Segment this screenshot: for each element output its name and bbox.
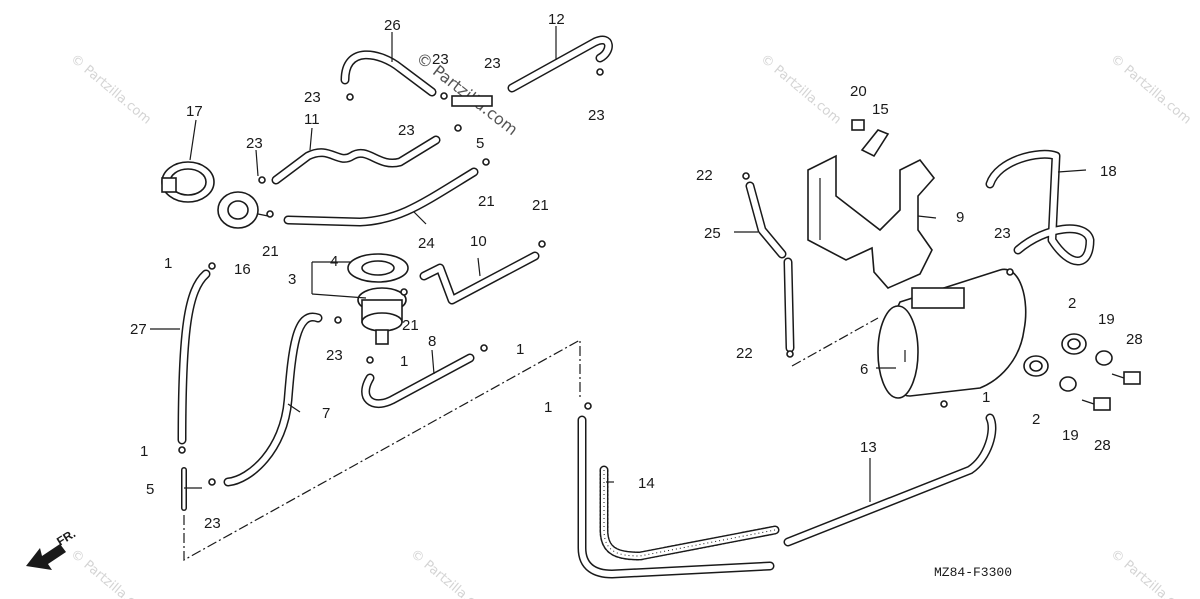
callout-23: 23 <box>246 135 263 152</box>
hose-24 <box>283 167 479 227</box>
callout-23: 23 <box>484 55 501 72</box>
callout-23: 23 <box>588 107 605 124</box>
bracket-9 <box>807 154 936 289</box>
hoses <box>177 35 1095 579</box>
grommet-2b <box>1023 355 1049 377</box>
hose-13b <box>783 413 997 547</box>
callout-27: 27 <box>130 321 147 338</box>
callout-24: 24 <box>418 235 435 252</box>
callout-23: 23 <box>994 225 1011 242</box>
valve-16 <box>217 191 269 229</box>
callout-26: 26 <box>384 17 401 34</box>
callout-23: 23 <box>432 51 449 68</box>
plate-15 <box>860 129 890 158</box>
clamp-ring-17 <box>161 161 215 203</box>
callout-3: 3 <box>288 271 296 288</box>
callout-5: 5 <box>476 135 484 152</box>
nut-20 <box>851 119 865 131</box>
callout-23: 23 <box>398 122 415 139</box>
callout-21: 21 <box>262 243 279 260</box>
callout-6: 6 <box>860 361 868 378</box>
canister-6 <box>877 268 1027 399</box>
callout-9: 9 <box>956 209 964 226</box>
watermark-bottom-right: © Partzilla.com <box>1107 547 1193 599</box>
callout-16: 16 <box>234 261 251 278</box>
callout-2: 2 <box>1068 295 1076 312</box>
watermark-top-right: © Partzilla.com <box>1107 52 1193 128</box>
callout-17: 17 <box>186 103 203 120</box>
callout-1: 1 <box>164 255 172 272</box>
watermark-bottom-left: © Partzilla.com <box>67 547 153 599</box>
components <box>161 68 1141 511</box>
callout-7: 7 <box>322 405 330 422</box>
hose-7 <box>223 312 323 487</box>
watermark-top-mid: © Partzilla.com <box>757 52 843 128</box>
callout-22: 22 <box>736 345 753 362</box>
callout-23: 23 <box>304 89 321 106</box>
leader-lines <box>150 26 1087 502</box>
callout-19: 19 <box>1098 311 1115 328</box>
front-arrow-icon <box>26 544 66 570</box>
watermark-bottom-mid: © Partzilla.com <box>407 547 493 599</box>
callout-13: 13 <box>860 439 877 456</box>
callout-1: 1 <box>982 389 990 406</box>
callout-11: 11 <box>304 111 320 128</box>
collar-19a <box>1095 350 1113 366</box>
callout-21: 21 <box>532 197 549 214</box>
bolt-28a <box>1111 371 1141 385</box>
joint-5a <box>451 95 493 107</box>
callout-28: 28 <box>1094 437 1111 454</box>
callout-1: 1 <box>400 353 408 370</box>
grommet-2a <box>1061 333 1087 355</box>
callout-18: 18 <box>1100 163 1117 180</box>
callout-8: 8 <box>428 333 436 350</box>
boundary-lines <box>183 317 879 562</box>
callout-2: 2 <box>1032 411 1040 428</box>
callout-1: 1 <box>140 443 148 460</box>
callout-19: 19 <box>1062 427 1079 444</box>
diagram-code: MZ84-F3300 <box>934 565 1012 580</box>
callout-25: 25 <box>704 225 721 242</box>
callout-4: 4 <box>330 253 338 270</box>
joint-5b <box>181 467 202 511</box>
callout-12: 12 <box>548 11 565 28</box>
gasket-4 <box>347 253 409 283</box>
callout-1: 1 <box>544 399 552 416</box>
bolt-28b <box>1081 397 1111 411</box>
callout-14: 14 <box>638 475 655 492</box>
callout-21: 21 <box>478 193 495 210</box>
callout-labels: 26 12 23 23 23 23 23 23 23 23 23 17 11 5… <box>130 11 1143 532</box>
callout-21: 21 <box>402 317 419 334</box>
collar-19b <box>1059 376 1077 392</box>
watermark-top-left: © Partzilla.com <box>67 52 153 128</box>
callout-23: 23 <box>326 347 343 364</box>
valve-body-3 <box>357 287 407 345</box>
callout-15: 15 <box>872 101 889 118</box>
front-arrow: FR. <box>26 526 78 570</box>
hose-14 <box>599 465 780 561</box>
callout-28: 28 <box>1126 331 1143 348</box>
callout-10: 10 <box>470 233 487 250</box>
callout-22: 22 <box>696 167 713 184</box>
callout-1: 1 <box>516 341 524 358</box>
callout-20: 20 <box>850 83 867 100</box>
callout-23: 23 <box>204 515 221 532</box>
front-label: FR. <box>54 526 78 548</box>
callout-5: 5 <box>146 481 154 498</box>
